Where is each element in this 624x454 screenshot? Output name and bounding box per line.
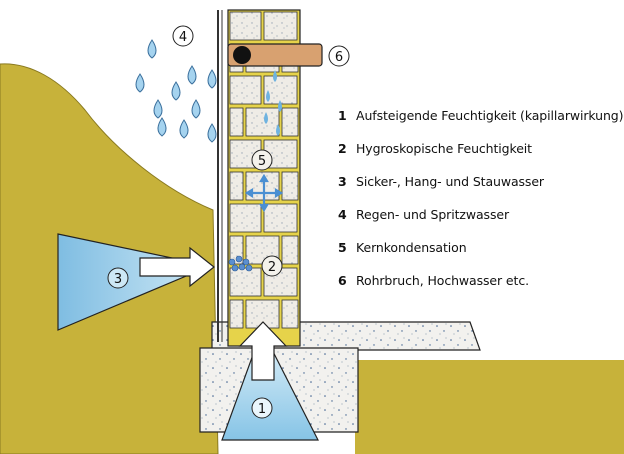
brick	[229, 75, 262, 105]
rain-drops	[135, 39, 217, 143]
rain-drop	[135, 73, 145, 93]
brick	[245, 107, 280, 137]
rain-drop	[207, 69, 217, 89]
brick	[281, 171, 299, 201]
rain-drop	[179, 119, 189, 139]
brick	[263, 11, 298, 41]
brick	[229, 299, 244, 329]
svg-text:4: 4	[179, 30, 187, 45]
brick	[263, 203, 298, 233]
rain-drop	[157, 117, 167, 137]
svg-text:5: 5	[258, 154, 266, 169]
marker-2: 2	[261, 255, 283, 277]
rain-drop	[171, 81, 181, 101]
rain-drop	[147, 39, 157, 59]
brick	[229, 107, 244, 137]
rain-drop	[191, 99, 201, 119]
brick	[229, 171, 244, 201]
brick	[281, 235, 299, 265]
rising-moisture-wedge	[221, 328, 319, 441]
brick	[229, 11, 262, 41]
svg-text:2: 2	[268, 260, 276, 275]
brick	[281, 299, 299, 329]
brick	[229, 267, 262, 297]
pipe-opening	[233, 46, 251, 64]
marker-1: 1	[251, 397, 273, 419]
marker-5: 5	[251, 149, 273, 171]
hygroscopic-moisture	[228, 255, 253, 272]
svg-text:1: 1	[258, 402, 266, 417]
pipe-drips	[264, 70, 282, 136]
rain-drop	[153, 99, 163, 119]
condensation-arrows	[244, 173, 284, 213]
seepage-arrow	[139, 246, 215, 288]
brick	[229, 203, 262, 233]
rain-drop	[207, 123, 217, 143]
pipe	[227, 43, 323, 67]
rising-moisture-arrow	[238, 321, 288, 381]
marker-6: 6	[328, 45, 350, 67]
svg-text:6: 6	[335, 50, 343, 65]
brick	[281, 107, 299, 137]
marker-4: 4	[172, 25, 194, 47]
rain-drop	[187, 65, 197, 85]
svg-text:3: 3	[114, 272, 122, 287]
marker-3: 3	[107, 267, 129, 289]
soil-lower-right	[355, 360, 624, 454]
